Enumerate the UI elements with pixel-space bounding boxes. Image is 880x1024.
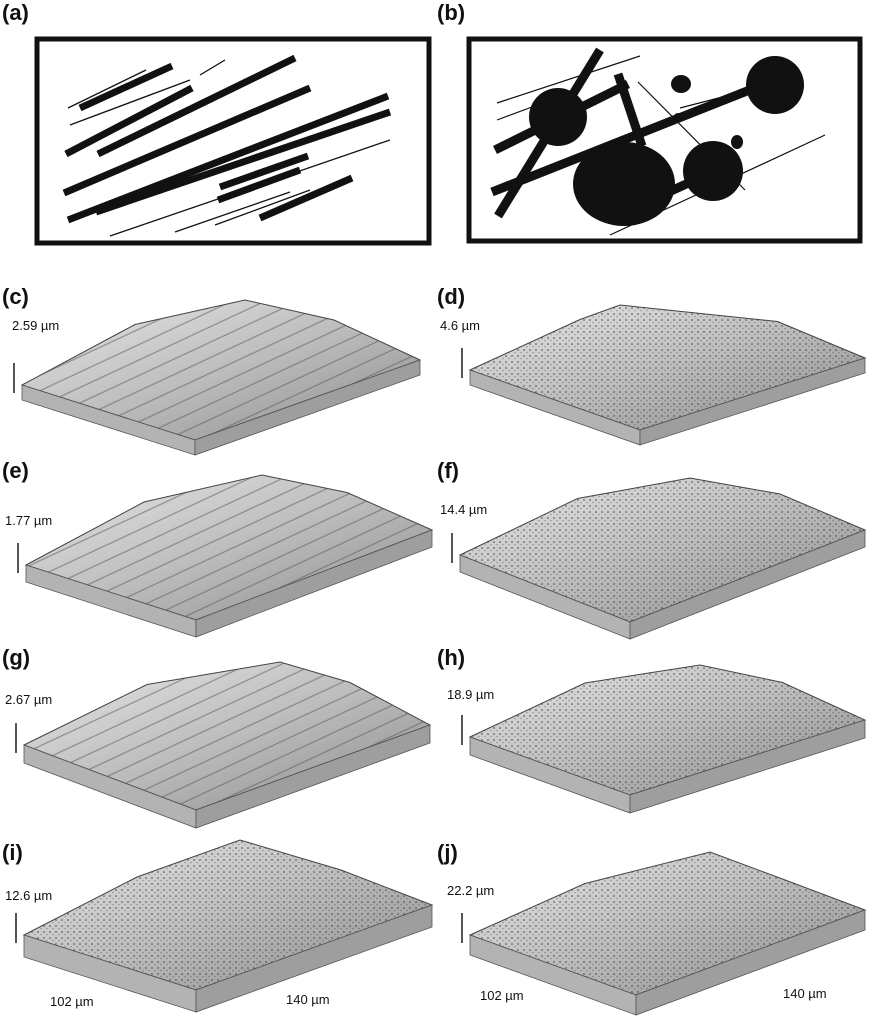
height-label-e: 1.77 µm [5, 513, 53, 528]
dim-label-j-right: 140 µm [783, 986, 827, 1001]
surface-block-f [451, 477, 867, 640]
height-label-j: 22.2 µm [447, 883, 495, 898]
surface-texture-e [26, 475, 432, 620]
surface-texture-d [470, 305, 865, 430]
panel-label-a: (a) [2, 0, 29, 25]
block-side-face-i [195, 904, 433, 1013]
height-label-i: 12.6 µm [5, 888, 53, 903]
block-side-face-d [639, 357, 866, 446]
panel-label-h: (h) [437, 645, 466, 670]
height-label-d: 4.6 µm [440, 318, 481, 333]
panel-label-f: (f) [437, 458, 459, 483]
surface-block-c [13, 299, 422, 456]
surface-texture-f [460, 478, 865, 622]
surface-texture-j [470, 852, 865, 995]
height-label-f: 14.4 µm [440, 502, 488, 517]
surface-texture-g [24, 662, 430, 810]
block-side-face-c [194, 359, 421, 456]
surface-block-g [15, 661, 432, 829]
block-side-face-j [635, 909, 866, 1016]
surface-texture-h [470, 665, 865, 795]
dim-label-i-left: 102 µm [50, 994, 94, 1009]
panel-label-i: (i) [2, 840, 23, 865]
panel-label-c: (c) [2, 284, 29, 309]
panel-b-schematic [466, 36, 863, 244]
height-label-g: 2.67 µm [5, 692, 53, 707]
block-side-face-e [195, 529, 433, 638]
surface-block-j [461, 851, 867, 1016]
block-side-face-f [629, 529, 866, 640]
dim-label-i-right: 140 µm [286, 992, 330, 1007]
panel-label-j: (j) [437, 840, 458, 865]
surface-texture-i [24, 840, 432, 990]
block-side-face-h [629, 719, 866, 814]
panel-label-g: (g) [2, 645, 31, 670]
surface-block-h [461, 664, 867, 814]
surface-texture-c [22, 300, 420, 440]
height-label-c: 2.59 µm [12, 318, 60, 333]
panel-label-e: (e) [2, 458, 29, 483]
surface-block-d [461, 304, 867, 446]
block-side-face-g [195, 724, 431, 829]
panel-label-b: (b) [437, 0, 466, 25]
surface-plots [13, 299, 867, 1016]
surface-block-i [15, 839, 434, 1013]
panel-label-d: (d) [437, 284, 466, 309]
surface-block-e [17, 474, 434, 638]
height-label-h: 18.9 µm [447, 687, 495, 702]
dim-label-j-left: 102 µm [480, 988, 524, 1003]
panel-a-schematic [34, 36, 432, 246]
